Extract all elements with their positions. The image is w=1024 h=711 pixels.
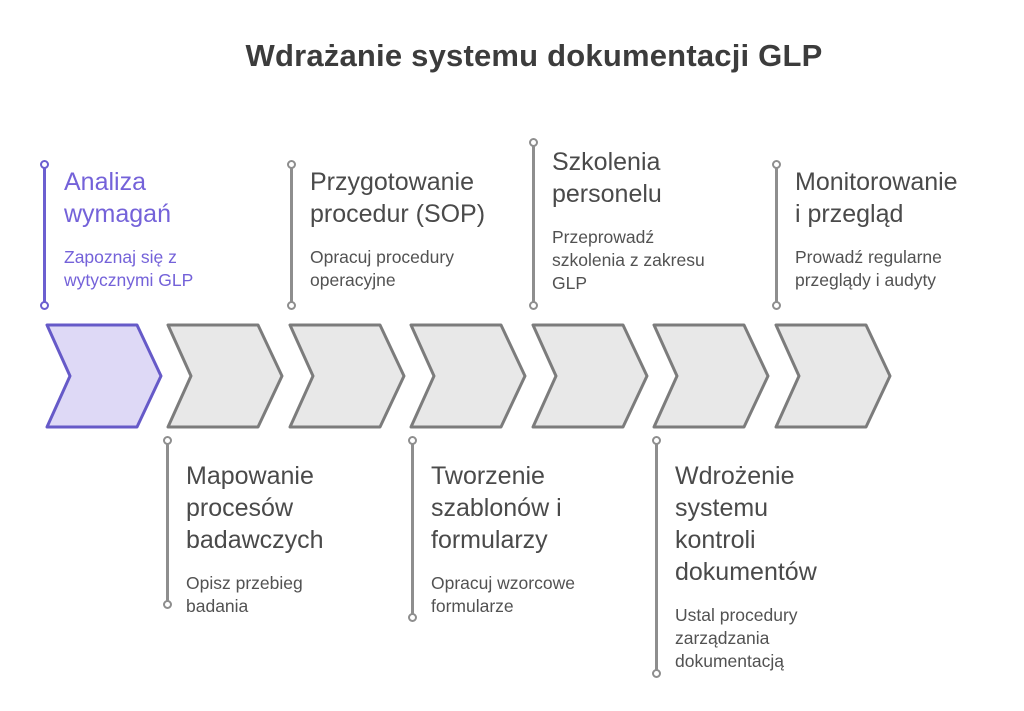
chevron-step-1: [45, 323, 163, 429]
step-4-title: Tworzenie szablonów i formularzy: [431, 462, 562, 554]
connector-line: [289, 168, 293, 302]
connector-dot-bottom: [651, 669, 661, 678]
step-4-connector: [407, 436, 417, 622]
connector-dot-bottom: [162, 600, 172, 609]
step-1-title: Analiza wymagań: [64, 168, 171, 228]
connector-line: [654, 444, 658, 670]
step-3-title: Przygotowanie procedur (SOP): [310, 168, 486, 228]
chevron-step-2: [166, 323, 284, 429]
step-7-label: Monitorowanie i przegląd Prowadź regular…: [795, 166, 1010, 292]
connector-dot-bottom: [407, 613, 417, 622]
step-1-description: Zapoznaj się z wytycznymi GLP: [64, 247, 194, 290]
step-2-connector: [162, 436, 172, 609]
chevron-step-7: [774, 323, 892, 429]
step-7-description: Prowadź regularne przeglądy i audyty: [795, 247, 942, 290]
connector-line: [774, 168, 778, 302]
step-5-connector: [528, 138, 538, 310]
step-2-title: Mapowanie procesów badawczych: [186, 462, 324, 554]
step-3-label: Przygotowanie procedur (SOP) Opracuj pro…: [310, 166, 510, 292]
step-3-description: Opracuj procedury operacyjne: [310, 247, 454, 290]
step-1-connector: [39, 160, 49, 310]
chevron-step-4: [409, 323, 527, 429]
step-6-label: Wdrożenie systemu kontroli dokumentów Us…: [675, 460, 890, 673]
connector-line: [531, 146, 535, 302]
connector-dot-bottom: [528, 301, 538, 310]
diagram-title: Wdrażanie systemu dokumentacji GLP: [245, 38, 823, 73]
step-5-description: Przeprowadź szkolenia z zakresu GLP: [552, 227, 705, 293]
connector-dot-bottom: [286, 301, 296, 310]
step-1-label: Analiza wymagań Zapoznaj się z wytycznym…: [64, 166, 244, 292]
connector-dot-bottom: [771, 301, 781, 310]
chevron-step-6: [652, 323, 770, 429]
step-6-title: Wdrożenie systemu kontroli dokumentów: [675, 462, 817, 586]
connector-line: [165, 444, 169, 601]
step-2-description: Opisz przebieg badania: [186, 573, 303, 616]
chevron-step-5: [531, 323, 649, 429]
connector-line: [410, 444, 414, 614]
step-3-connector: [286, 160, 296, 310]
process-arrows: [45, 323, 892, 429]
step-4-description: Opracuj wzorcowe formularze: [431, 573, 575, 616]
chevron-step-3: [288, 323, 406, 429]
step-7-connector: [771, 160, 781, 310]
step-5-label: Szkolenia personelu Przeprowadź szkoleni…: [552, 146, 752, 295]
step-7-title: Monitorowanie i przegląd: [795, 168, 958, 228]
step-2-label: Mapowanie procesów badawczych Opisz prze…: [186, 460, 401, 618]
connector-line: [42, 168, 46, 302]
step-4-label: Tworzenie szablonów i formularzy Opracuj…: [431, 460, 646, 618]
step-6-connector: [651, 436, 661, 678]
step-6-description: Ustal procedury zarządzania dokumentacją: [675, 605, 798, 671]
step-5-title: Szkolenia personelu: [552, 148, 662, 208]
connector-dot-bottom: [39, 301, 49, 310]
